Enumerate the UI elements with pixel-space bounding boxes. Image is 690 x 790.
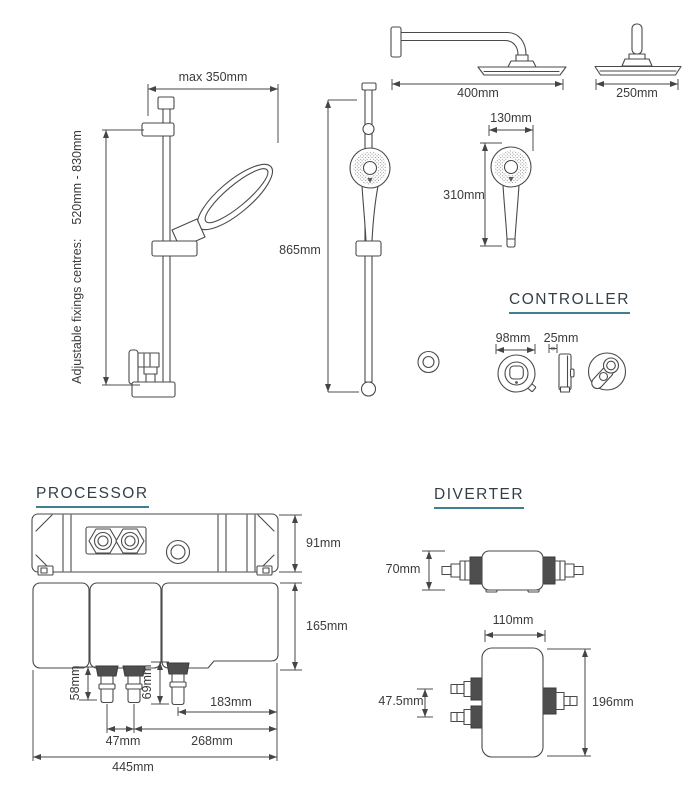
dim-label-handset-length: 310mm [443, 188, 485, 202]
dim-label-pipe1-length: 58mm [68, 665, 82, 701]
processor-front-view [32, 582, 279, 706]
overhead-head-dimensions [595, 79, 679, 90]
dim-label-processor-height: 165mm [306, 619, 348, 633]
dim-label-diverter-height: 196mm [592, 695, 634, 709]
diverter-side-view [441, 550, 584, 593]
section-title-processor: PROCESSOR [36, 485, 149, 508]
dim-label-pipe2-to-edge: 268mm [191, 734, 233, 748]
diverter-front-view [450, 647, 578, 758]
dim-label-controller-depth: 25mm [543, 331, 579, 345]
handset-angled-head [197, 163, 273, 231]
handset-detail-dimensions [480, 125, 534, 247]
overhead-head-drawing [594, 23, 682, 76]
section-title-diverter: DIVERTER [434, 486, 525, 509]
dim-label-head-width: 250mm [616, 86, 658, 100]
controller-side-view [558, 353, 575, 393]
riser-rail-middle-dimensions [325, 99, 359, 393]
overhead-arm-dimensions [391, 79, 564, 90]
controller-dimensions [495, 344, 558, 354]
dim-label-diverter-port-spacing: 47.5mm [378, 694, 424, 708]
dim-label-processor-width: 445mm [112, 760, 154, 774]
processor-dimensions [32, 514, 302, 761]
dim-label-diverter-width: 110mm [492, 613, 534, 627]
overhead-arm-drawing [390, 26, 567, 76]
processor-top-view [31, 513, 279, 576]
fixings-prefix: Adjustable fixings centres: [70, 238, 84, 384]
dim-label-handset-width: 130mm [490, 111, 532, 125]
dim-label-pipe3-length: 69mm [140, 664, 154, 700]
dim-label-pipe-spacing: 47mm [105, 734, 141, 748]
fixings-range: 520mm - 830mm [70, 130, 84, 225]
controller-back-view [587, 352, 627, 391]
handset-detail-drawing [490, 146, 532, 248]
section-title-controller: CONTROLLER [509, 291, 630, 314]
dim-label-diverter-depth: 70mm [385, 562, 421, 576]
dim-label-riser-fixings: Adjustable fixings centres: 520mm - 830mm [70, 130, 84, 384]
dim-label-arm-width: 400mm [457, 86, 499, 100]
dim-label-controller-diameter: 98mm [495, 331, 531, 345]
dim-label-riser-height: 865mm [279, 243, 321, 257]
dim-label-processor-depth: 91mm [306, 536, 341, 550]
diverter-dimensions [417, 550, 591, 757]
dim-label-riser-max-width: max 350mm [178, 70, 248, 84]
controller-front-view [497, 354, 537, 393]
riser-rail-left-drawing [128, 96, 273, 484]
riser-rail-middle-drawing [347, 82, 440, 487]
dim-label-pipe3-to-edge: 183mm [210, 695, 252, 709]
controller-drawing [497, 352, 627, 393]
riser-rail-left-dimensions [102, 84, 279, 386]
